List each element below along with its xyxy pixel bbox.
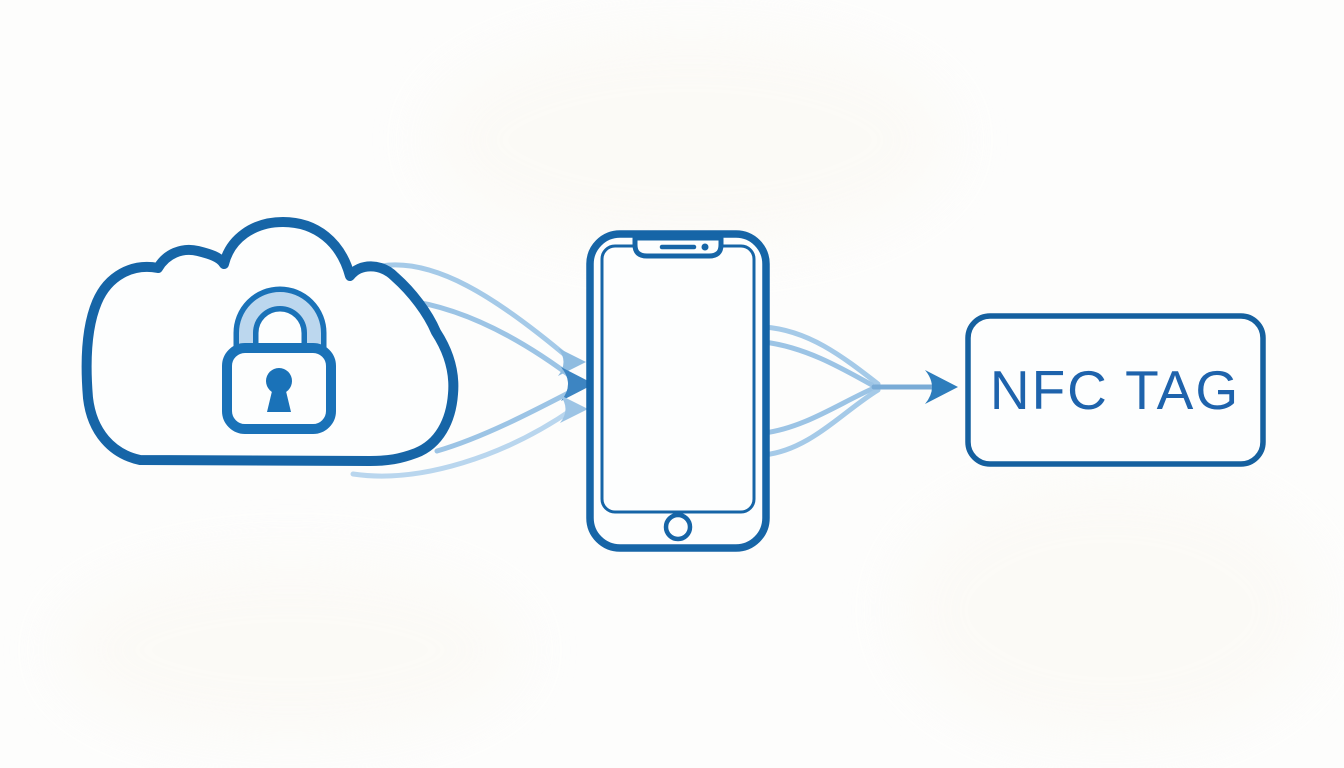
flow-stream [350, 406, 576, 479]
background-wisp [430, 30, 950, 250]
lock-keyhole [266, 368, 292, 394]
phone-camera-dot [701, 243, 709, 251]
flow-stream [761, 387, 881, 458]
arrowhead-middle [561, 367, 594, 401]
arrowhead-bottom [560, 395, 588, 423]
cloud-icon [81, 217, 459, 466]
smartphone-icon [586, 230, 770, 552]
cloud-lock-node [81, 217, 459, 466]
flow-stream [761, 324, 881, 387]
lock-icon [222, 286, 336, 434]
flow-stream [761, 386, 875, 436]
lock-shackle-fill [239, 292, 321, 372]
background-wisp [60, 560, 520, 740]
lock-keyhole-stem [267, 387, 291, 412]
nfc-tag-node: NFC TAG [965, 313, 1266, 467]
background-wisp [900, 480, 1320, 740]
flow-stream [369, 262, 574, 363]
nfc-tag-box [965, 313, 1266, 467]
flow-stream [761, 339, 875, 388]
phone-to-tag-flow [761, 324, 958, 458]
arrowhead-right [925, 370, 958, 404]
arrowhead-top [558, 348, 586, 376]
phone-home-button [663, 512, 693, 542]
phone-body [586, 230, 770, 552]
nfc-tag-label: NFC TAG [990, 359, 1240, 421]
